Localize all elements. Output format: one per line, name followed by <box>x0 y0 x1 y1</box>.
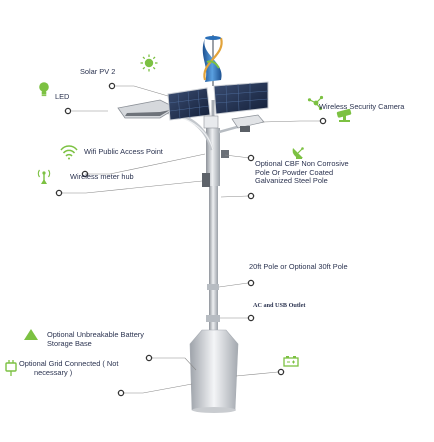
battery-storage-base <box>189 329 239 413</box>
wifi-icon <box>60 145 78 160</box>
callout-dots <box>55 82 327 397</box>
label-led: LED <box>55 92 70 101</box>
security-camera <box>218 114 265 134</box>
camera-icon <box>336 108 352 122</box>
plug-icon <box>5 360 17 376</box>
bulb-icon <box>39 82 49 97</box>
led-lamp-head <box>117 99 177 119</box>
sun-icon <box>140 54 158 72</box>
label-grid: Optional Grid Connected ( Not necessary … <box>19 359 119 377</box>
label-solar-pv: Solar PV 2 <box>80 67 116 76</box>
label-pole-option: Optional CBF Non Corrosive Pole Or Powde… <box>255 159 349 186</box>
label-meter: Wireless meter hub <box>70 172 134 181</box>
wind-turbine <box>202 35 223 86</box>
label-pole-option-line1: Optional CBF Non Corrosive <box>255 159 349 168</box>
label-battery-line1: Optional Unbreakable Battery <box>47 330 144 339</box>
satellite-icon <box>307 95 324 111</box>
label-pole-option-line3: Galvanized Steel Pole <box>255 176 328 186</box>
solar-panels <box>167 81 269 129</box>
antenna-icon <box>37 169 51 184</box>
label-wifi: Wifi Public Access Point <box>84 147 163 156</box>
label-pole-option-line2: Pole Or Powder Coated <box>255 167 334 177</box>
label-camera: Wireless Security Camera <box>319 102 405 111</box>
triangle-icon <box>24 329 38 340</box>
label-battery-line2: Storage Base <box>47 338 92 348</box>
label-battery-base: Optional Unbreakable Battery Storage Bas… <box>47 330 144 348</box>
label-grid-line1: Optional Grid Connected ( Not <box>19 359 119 368</box>
leader-lines <box>62 85 320 394</box>
dish-icon <box>292 147 304 159</box>
label-pole-height: 20ft Pole or Optional 30ft Pole <box>249 262 348 271</box>
battery-icon <box>283 356 299 367</box>
label-grid-line2: necessary ) <box>34 367 73 377</box>
label-outlet: AC and USB Outlet <box>253 302 306 309</box>
pole <box>202 128 229 330</box>
